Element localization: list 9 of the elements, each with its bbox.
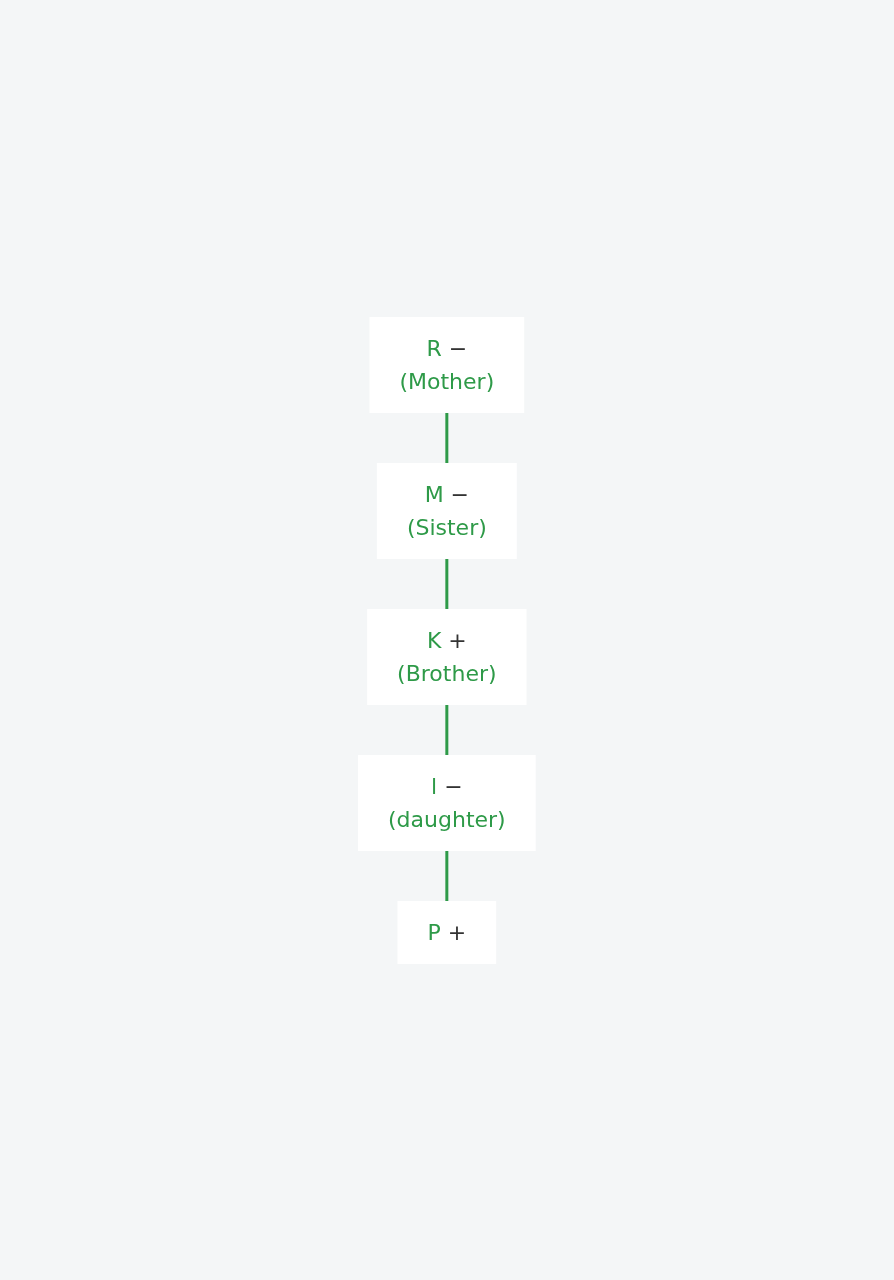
connector [445,850,449,901]
node-box: K + (Brother) [367,608,527,705]
node-box: R − (Mother) [369,316,525,413]
node-box: P + [397,900,497,964]
connector [445,704,449,755]
node-box: M − (Sister) [377,462,517,559]
node-box: l − (daughter) [358,754,536,851]
connector [445,412,449,463]
connector [445,558,449,609]
